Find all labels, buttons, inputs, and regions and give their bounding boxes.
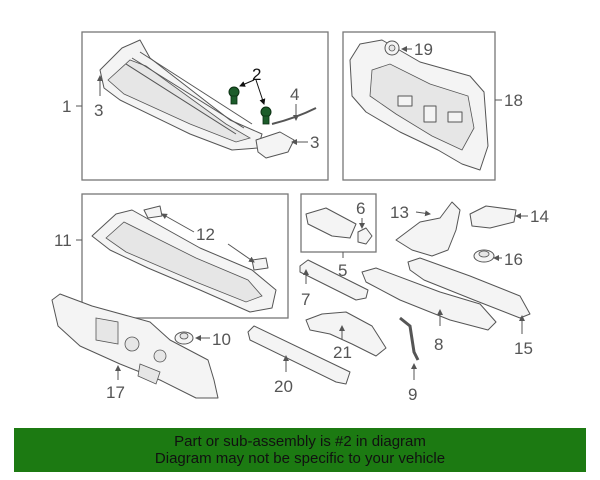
banner-line-2: Diagram may not be specific to your vehi… — [154, 450, 446, 467]
callout-17[interactable]: 17 — [106, 383, 125, 402]
cowl-side-reinforcement[interactable] — [299, 259, 369, 301]
info-banner: Part or sub-assembly is #2 in diagram Di… — [14, 428, 586, 472]
side-brace-right[interactable] — [469, 205, 517, 229]
group-box-dash-panel — [342, 31, 496, 181]
callout-16[interactable]: 16 — [504, 250, 523, 269]
cowl-lower-rail[interactable] — [407, 257, 531, 319]
cowl-bracket[interactable] — [143, 205, 269, 271]
callout-19[interactable]: 19 — [414, 40, 433, 59]
side-brace-left[interactable] — [395, 201, 461, 257]
callout-8[interactable]: 8 — [434, 335, 443, 354]
callout-2[interactable]: 2 — [252, 65, 261, 84]
cross-member[interactable] — [305, 311, 387, 357]
grommet-16[interactable] — [473, 249, 495, 263]
callout-11[interactable]: 11 — [54, 231, 72, 250]
callout-5[interactable]: 5 — [338, 261, 347, 280]
weatherstrip-seal[interactable] — [271, 107, 317, 125]
group-box-cowl-panel — [81, 193, 289, 319]
cowl-panel[interactable] — [91, 209, 277, 313]
grommet-10[interactable] — [174, 331, 194, 345]
dash-insulator[interactable] — [51, 293, 219, 399]
callout-15[interactable]: 15 — [514, 339, 533, 358]
callout-7[interactable]: 7 — [301, 290, 310, 309]
group-box-bracket — [300, 193, 377, 253]
callout-13[interactable]: 13 — [390, 203, 409, 222]
cowl-upper-rail[interactable] — [361, 267, 497, 331]
grommet-plug[interactable] — [384, 40, 400, 56]
callout-6[interactable]: 6 — [356, 199, 365, 218]
callout-21[interactable]: 21 — [333, 343, 352, 362]
bracket-plate[interactable] — [305, 207, 357, 239]
callout-1[interactable]: 1 — [62, 97, 71, 116]
callout-14[interactable]: 14 — [530, 207, 549, 226]
grille-end-bracket[interactable] — [255, 131, 295, 159]
callout-4[interactable]: 4 — [290, 85, 299, 104]
callout-20[interactable]: 20 — [274, 377, 293, 396]
callout-12[interactable]: 12 — [196, 225, 215, 244]
callout-18[interactable]: 18 — [504, 91, 523, 110]
lower-trim-strip[interactable] — [247, 325, 351, 385]
callout-9[interactable]: 9 — [408, 385, 417, 404]
cowl-grille-panel[interactable] — [99, 39, 263, 151]
callout-3-left[interactable]: 3 — [94, 101, 103, 120]
clip-fastener-highlighted[interactable] — [228, 86, 272, 125]
callout-10[interactable]: 10 — [212, 330, 231, 349]
support-rod[interactable] — [399, 316, 420, 361]
dash-panel[interactable] — [349, 39, 489, 171]
diagram-canvas: 1 2 3 3 4 18 19 11 — [51, 31, 549, 404]
banner-line-1: Part or sub-assembly is #2 in diagram — [174, 433, 426, 450]
bracket-clip[interactable] — [357, 227, 373, 245]
callout-3-right[interactable]: 3 — [310, 133, 319, 152]
